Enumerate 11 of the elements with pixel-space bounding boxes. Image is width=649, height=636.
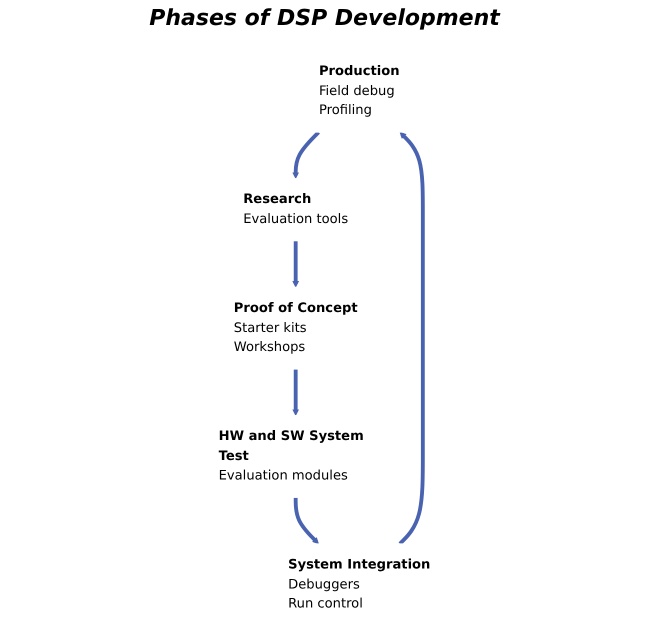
diagram-title: Phases of DSP Development: [148, 6, 502, 31]
node-text: HW and SW System Test Evaluation modules: [218, 428, 364, 484]
arrow: [292, 240, 300, 288]
arrow: [398, 132, 425, 546]
node-text: System Integration Debuggers Run control: [288, 556, 430, 612]
node-text: Production Field debug Profiling: [318, 63, 400, 118]
arrow: [294, 498, 319, 544]
arrow: [292, 130, 320, 179]
node-text: Research Evaluation tools: [243, 192, 348, 227]
arrow: [292, 369, 300, 416]
node-text: Proof of Concept Starter kits Workshops: [234, 300, 358, 355]
